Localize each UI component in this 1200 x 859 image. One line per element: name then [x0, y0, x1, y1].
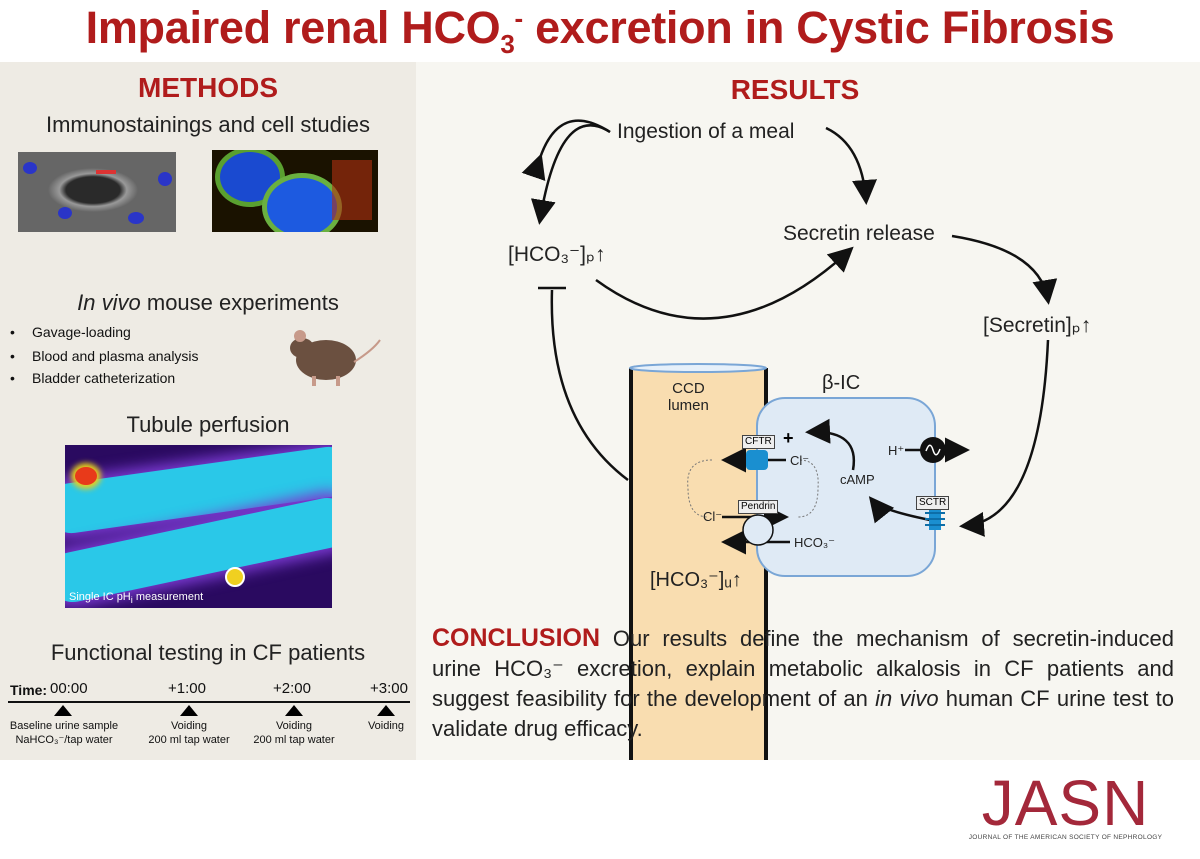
page-title: Impaired renal HCO3- excretion in Cystic… — [85, 2, 1115, 59]
timeline-note: Voiding — [367, 720, 405, 732]
timeline-marker — [285, 705, 303, 716]
plus-sign: + — [783, 428, 794, 448]
timeline-time: 00:00 — [50, 680, 88, 697]
pendrin-exchanger — [742, 514, 774, 546]
results-heading: RESULTS — [730, 74, 860, 105]
mouse-illustration — [290, 330, 381, 386]
timeline-time: +2:00 — [273, 680, 311, 697]
cftr-channel — [746, 450, 768, 470]
perfusion-caption: Single IC pHi measurement — [69, 591, 204, 606]
proton-label: H⁺ — [888, 443, 905, 458]
cl-label: Cl⁻ — [703, 509, 723, 524]
bullet-item: •Blood and plasma analysis — [10, 348, 199, 364]
functional-heading: Functional testing in CF patients — [50, 640, 366, 665]
pendrin-label: Pendrin — [738, 500, 779, 514]
tubule-perfusion-image: Single IC pHi measurement — [65, 445, 332, 608]
immuno-heading: Immunostainings and cell studies — [45, 112, 371, 137]
invivo-heading: In vivo mouse experiments — [77, 290, 339, 315]
urine-hco3-label: [HCO₃⁻]ᵤ↑ — [650, 569, 742, 591]
conclusion-text: CONCLUSION Our results define the mechan… — [432, 624, 1175, 741]
immunostaining-image-2 — [212, 150, 378, 232]
meal-node: Ingestion of a meal — [617, 120, 795, 143]
methods-panel: METHODS Immunostainings and cell studies… — [0, 62, 416, 760]
methods-heading: METHODS — [138, 72, 278, 103]
sctr-receptor — [925, 508, 945, 530]
timeline-marker — [54, 705, 72, 716]
perfusion-heading: Tubule perfusion — [126, 412, 290, 437]
secretin-release-node: Secretin release — [783, 222, 935, 245]
timeline-marker — [377, 705, 395, 716]
immunostaining-image-1 — [18, 152, 176, 232]
bullet-item: •Gavage-loading — [10, 324, 131, 340]
camp-label: cAMP — [840, 472, 875, 487]
sctr-label: SCTR — [916, 496, 950, 510]
jasn-logo: JASN JOURNAL OF THE AMERICAN SOCIETY OF … — [968, 767, 1163, 841]
timeline-time: +3:00 — [370, 680, 408, 697]
timeline-marker — [180, 705, 198, 716]
bullet-item: •Bladder catheterization — [10, 370, 176, 386]
ccd-lumen — [630, 368, 766, 760]
timeline-axis — [8, 701, 410, 703]
cl-label: Cl⁻ — [790, 453, 810, 468]
plasma-secretin-node: [Secretin]ₚ↑ — [983, 314, 1092, 337]
plasma-hco3-node: [HCO₃⁻]ₚ↑ — [508, 243, 606, 266]
hco3-label: HCO₃⁻ — [794, 535, 836, 550]
beta-ic-label: β-IC — [822, 372, 861, 394]
timeline-time: +1:00 — [168, 680, 206, 697]
cftr-label: CFTR — [742, 435, 775, 449]
beta-ic-cell — [756, 397, 936, 577]
timeline-label: Time: — [10, 682, 48, 698]
